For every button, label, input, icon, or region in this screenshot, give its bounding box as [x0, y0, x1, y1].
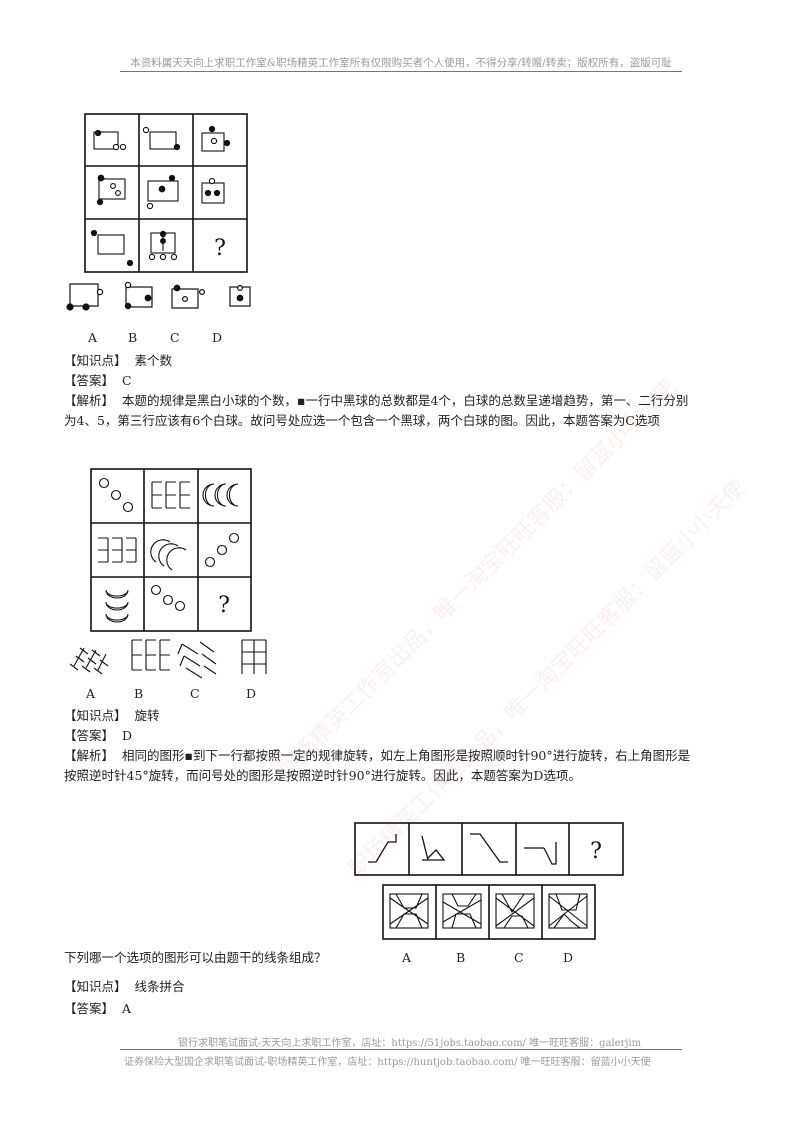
q2-analysis-line-1: 【解析】 相同的图形▪到下一行都按照一定的规律旋转，如左上角图形是按照顺时针90… — [64, 746, 690, 766]
q3-answer: 【答案】 A — [64, 999, 131, 1019]
watermark-line-2: 职场精英工作室出品，唯一淘宝旺旺客服：留蓝小小天使 — [344, 475, 751, 882]
q3-knowledge-label: 【知识点】 — [64, 979, 127, 994]
footer-line-2: 证券保险大型国企求职笔试面试-职场精英工作室，店址：https://huntjo… — [124, 1057, 651, 1068]
q1-option-c-label: C — [170, 330, 180, 345]
q3-option-a-label: A — [402, 950, 412, 965]
q2-knowledge-point: 【知识点】 旋转 — [64, 706, 159, 726]
q2-knowledge-value: 旋转 — [134, 708, 160, 723]
q1-answer-label: 【答案】 — [64, 373, 115, 388]
page-header: 本资料属天天向上求职工作室&职场精英工作室所有仅限购买者个人使用，不得分享/转赠… — [130, 57, 672, 69]
q3-question-text: 下列哪一个选项的图形可以由题干的线条组成？ — [64, 950, 327, 965]
q1-options-figure — [66, 281, 251, 311]
q2-matrix-figure: ? — [90, 468, 252, 632]
q3-knowledge-value: 线条拼合 — [134, 979, 185, 994]
q1-analysis-line-1: 【解析】 本题的规律是黑白小球的个数，▪一行中黑球的总数都是4个，白球的总数呈递… — [64, 391, 688, 411]
watermark-line-1: 职场精英工作室出品，唯一淘宝旺旺客服：留蓝小小天使 — [274, 375, 681, 782]
q1-knowledge-value: 素个数 — [134, 353, 172, 368]
q2-option-d-label: D — [246, 686, 257, 701]
header-rule — [120, 71, 682, 72]
q3-option-c-label: C — [514, 950, 524, 965]
q3-option-d-label: D — [563, 950, 574, 965]
q2-option-a-label: A — [86, 686, 96, 701]
q2-option-b-label: B — [134, 686, 144, 701]
q1-answer-value: C — [121, 373, 132, 388]
q3-answer-value: A — [121, 1001, 131, 1016]
q3-stem-figure: ? — [354, 822, 624, 876]
q3-option-b-label: B — [456, 950, 466, 965]
q1-analysis-text-1: 本题的规律是黑白小球的个数，▪一行中黑球的总数都是4个，白球的总数呈递增趋势，第… — [121, 393, 689, 408]
q3-question-mark: ? — [590, 839, 602, 864]
q1-matrix-figure: ? — [84, 113, 248, 273]
q1-knowledge-point: 【知识点】 素个数 — [64, 351, 172, 371]
q2-answer-label: 【答案】 — [64, 728, 115, 743]
q1-option-a-label: A — [88, 330, 98, 345]
q2-analysis-text-1: 相同的图形▪到下一行都按照一定的规律旋转，如左上角图形是按照顺时针90°进行旋转… — [121, 748, 691, 763]
q3-options-figure — [382, 884, 596, 940]
q2-answer: 【答案】 D — [64, 726, 132, 746]
q1-analysis-text-2: 为4、5，第三行应该有6个白球。故问号处应选一个包含一个黑球，两个白球的图。因此… — [64, 413, 660, 428]
footer-rule — [120, 1049, 682, 1050]
q1-option-b-label: B — [128, 330, 138, 345]
q2-question-mark: ? — [218, 593, 230, 618]
q2-answer-value: D — [121, 728, 132, 743]
q2-option-c-label: C — [190, 686, 200, 701]
q2-options-figure — [69, 639, 267, 679]
q2-analysis-label: 【解析】 — [64, 748, 115, 763]
q3-knowledge-point: 【知识点】 线条拼合 — [64, 977, 184, 997]
q1-option-d-label: D — [212, 330, 223, 345]
q1-analysis-label: 【解析】 — [64, 393, 115, 408]
q1-answer: 【答案】 C — [64, 371, 132, 391]
q1-knowledge-label: 【知识点】 — [64, 353, 127, 368]
footer-line-1: 银行求职笔试面试-天天向上求职工作室，店址：https://51jobs.tao… — [178, 1038, 642, 1049]
q1-question-mark: ? — [214, 236, 226, 261]
q2-knowledge-label: 【知识点】 — [64, 708, 127, 723]
q2-analysis-text-2: 按照逆时针45°旋转，而问号处的图形是按照逆时针90°进行旋转。因此，本题答案为… — [64, 768, 581, 783]
q3-answer-label: 【答案】 — [64, 1001, 115, 1016]
